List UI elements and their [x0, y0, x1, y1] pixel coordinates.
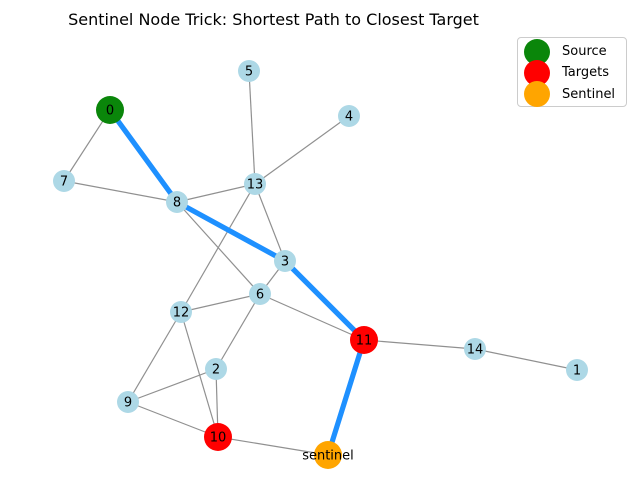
graph-node-label-sentinel: sentinel	[302, 449, 354, 464]
graph-node-1	[566, 359, 588, 381]
graph-node-label-0: 0	[106, 104, 114, 119]
graph-edge-12-10	[180, 311, 219, 438]
graph-node-10	[204, 423, 232, 451]
graph-edge-8-13	[176, 183, 256, 203]
graph-node-7	[53, 170, 75, 192]
graph-node-9	[117, 391, 139, 413]
graph-node-2	[205, 358, 227, 380]
graph-edge-7-8	[63, 180, 178, 203]
graph-path-edge-3-11	[282, 258, 367, 343]
graph-node-label-6: 6	[256, 288, 264, 303]
legend-sentinel-label: Sentinel	[562, 87, 616, 102]
graph-node-3	[274, 250, 296, 272]
graph-node-12	[170, 301, 192, 323]
graph-node-14	[464, 338, 486, 360]
plot-title: Sentinel Node Trick: Shortest Path to Cl…	[68, 10, 479, 29]
graph-path-edge-0-8	[107, 107, 180, 205]
legend-sentinel-swatch-icon	[524, 81, 550, 107]
graph-node-13	[244, 173, 266, 195]
graph-node-11	[350, 326, 378, 354]
graph-node-label-12: 12	[173, 306, 190, 321]
graph-edge-0-7	[63, 109, 111, 182]
graph-node-label-11: 11	[356, 334, 373, 349]
graph-edge-9-2	[127, 368, 217, 403]
graph-node-label-13: 13	[247, 178, 264, 193]
graph-edge-10-sentinel	[217, 436, 329, 456]
graph-edge-13-12	[180, 183, 256, 313]
graph-node-0	[96, 96, 124, 124]
graph-node-label-1: 1	[573, 364, 581, 379]
graph-node-4	[338, 105, 360, 127]
graph-node-label-10: 10	[210, 431, 227, 446]
graph-node-label-4: 4	[345, 110, 353, 125]
graph-path-edge-11-sentinel	[325, 337, 367, 458]
graph-node-label-9: 9	[124, 396, 132, 411]
legend: Source Targets Sentinel	[517, 37, 627, 107]
graph-edge-9-10	[127, 401, 219, 438]
graph-edge-6-12	[180, 293, 261, 313]
graph-node-8	[166, 191, 188, 213]
graph-edge-6-2	[215, 293, 261, 370]
graph-node-label-8: 8	[173, 196, 181, 211]
graph-node-label-14: 14	[467, 343, 484, 358]
graph-node-5	[238, 60, 260, 82]
graph-edge-13-4	[254, 115, 350, 185]
graph-edge-6-11	[259, 293, 365, 341]
legend-source-label: Source	[562, 44, 607, 59]
graph-node-sentinel	[314, 441, 342, 469]
graph-edge-13-5	[248, 70, 256, 185]
graph-path-edge-8-3	[174, 199, 288, 264]
graph-node-label-5: 5	[245, 65, 253, 80]
graph-node-label-7: 7	[60, 175, 68, 190]
graph-node-label-3: 3	[281, 255, 289, 270]
graph-edge-12-9	[127, 311, 182, 403]
graph-node-6	[249, 283, 271, 305]
graph-edge-11-14	[363, 339, 476, 350]
legend-targets-label: Targets	[562, 65, 609, 80]
graph-edge-14-1	[474, 348, 578, 371]
graph-node-label-2: 2	[212, 363, 220, 378]
graph-edge-13-3	[254, 183, 286, 262]
